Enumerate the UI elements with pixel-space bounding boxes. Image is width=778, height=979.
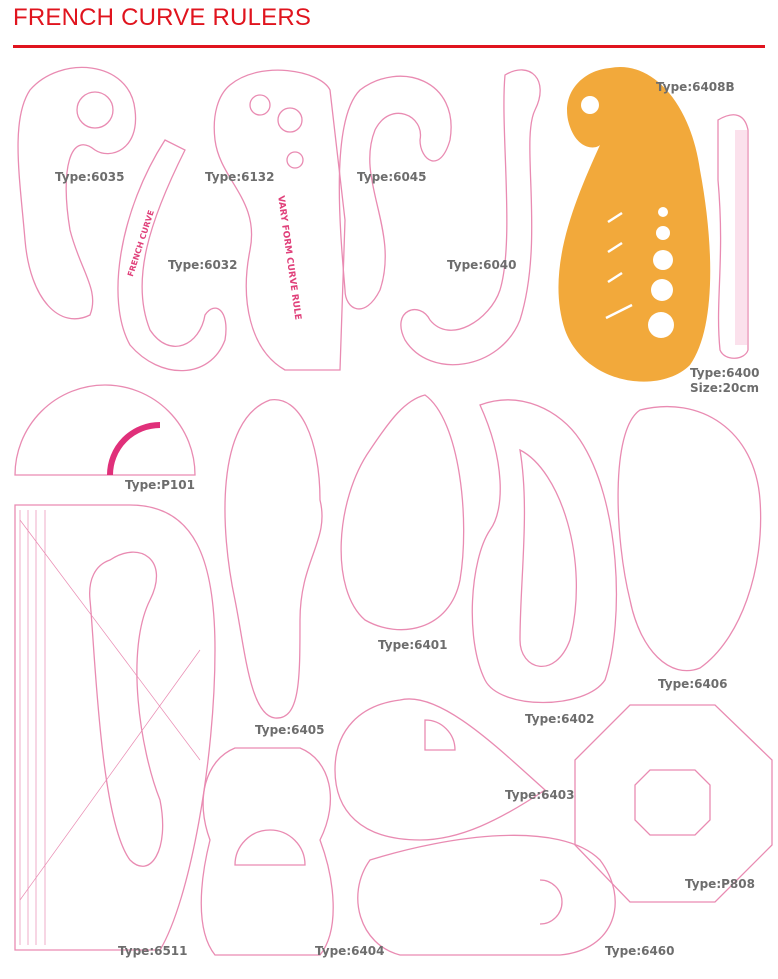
label-6132: Type:6132 [205, 170, 275, 184]
label-6040: Type:6040 [447, 258, 517, 272]
label-6405: Type:6405 [255, 723, 325, 737]
ruler-6045 [338, 75, 452, 310]
ruler-p101 [14, 384, 196, 476]
ruler-p808 [574, 704, 773, 903]
ruler-6403 [334, 698, 547, 841]
label-6045: Type:6045 [357, 170, 427, 184]
ruler-6400 [717, 114, 749, 359]
label-6403: Type:6403 [505, 788, 575, 802]
label-6408b: Type:6408B [656, 80, 735, 94]
ruler-6040 [400, 69, 541, 366]
ruler-6404 [200, 747, 334, 956]
label-6511: Type:6511 [118, 944, 188, 958]
label-p101: Type:P101 [125, 478, 195, 492]
label-p808: Type:P808 [685, 877, 755, 891]
label-6401: Type:6401 [378, 638, 448, 652]
page-title: FRENCH CURVE RULERS [13, 4, 312, 31]
label-6035: Type:6035 [55, 170, 125, 184]
ruler-6406 [617, 405, 762, 672]
label-6460: Type:6460 [605, 944, 675, 958]
ruler-6402 [471, 399, 618, 704]
label-6404: Type:6404 [315, 944, 385, 958]
ruler-6032 [117, 139, 227, 372]
label-6400: Type:6400 [690, 366, 760, 380]
title-divider [13, 45, 765, 48]
ruler-6405 [224, 399, 323, 719]
ruler-6460 [357, 834, 616, 956]
ruler-6401 [340, 394, 465, 631]
label-6406: Type:6406 [658, 677, 728, 691]
ruler-6132 [213, 69, 346, 371]
ruler-6408b [558, 66, 711, 382]
label-6400-size: Size:20cm [690, 381, 759, 395]
ruler-6035 [17, 66, 137, 320]
ruler-6511 [14, 504, 216, 951]
label-6402: Type:6402 [525, 712, 595, 726]
label-6032: Type:6032 [168, 258, 238, 272]
